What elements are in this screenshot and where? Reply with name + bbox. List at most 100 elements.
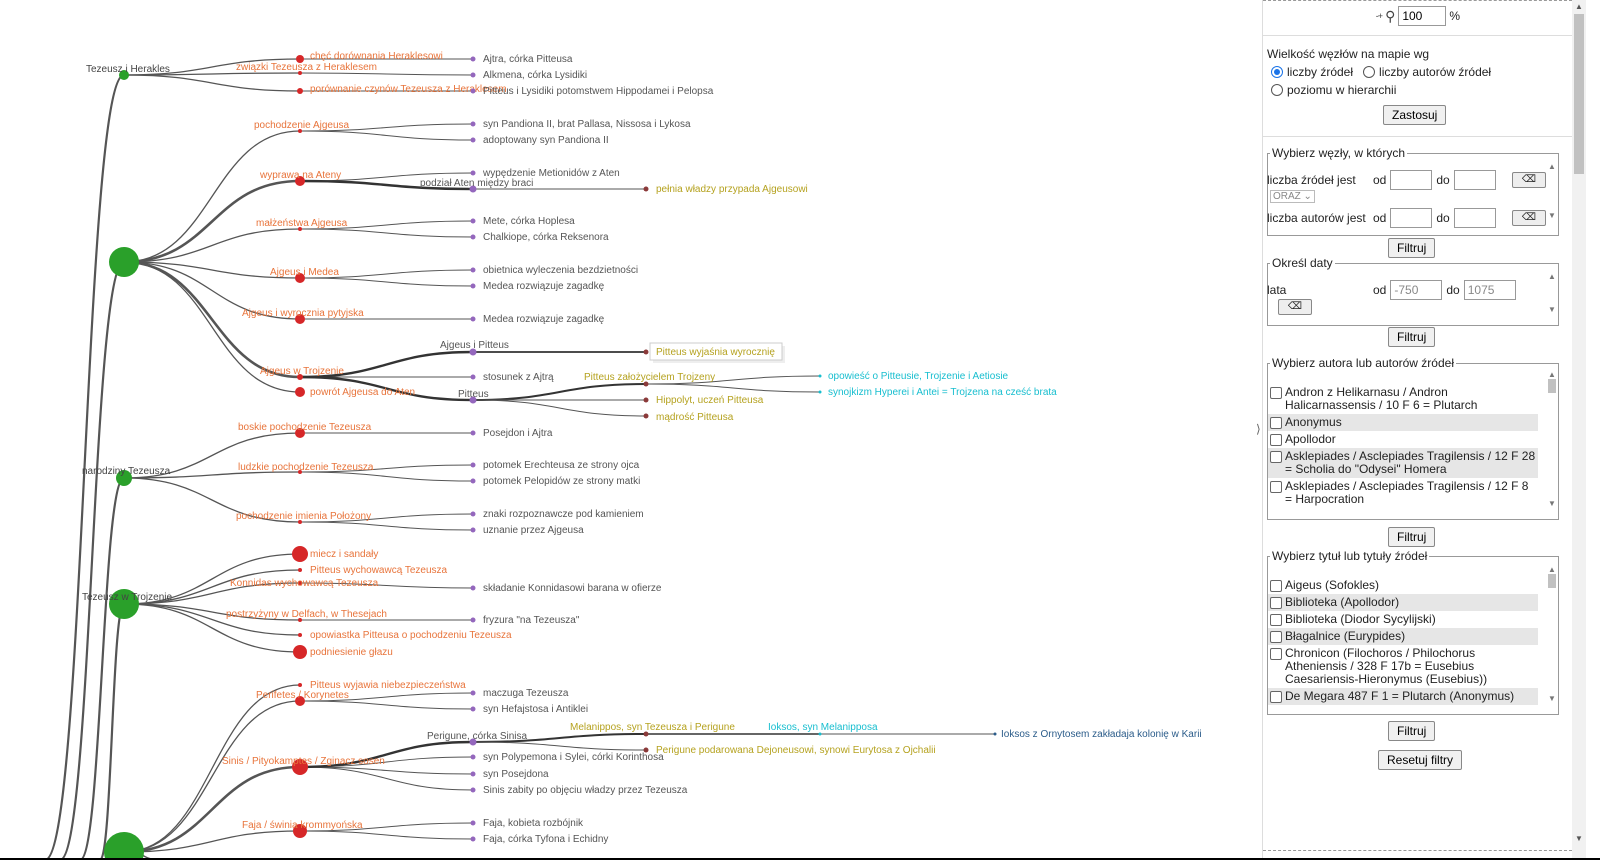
topic-node[interactable] (298, 618, 302, 622)
topic-label[interactable]: porównanie czynów Tezeusza z Heraklesem (310, 84, 507, 95)
topic-node[interactable] (298, 520, 302, 524)
scroll-down-icon[interactable]: ▼ (1548, 305, 1556, 314)
scroll-thumb[interactable] (1574, 14, 1584, 174)
checkbox[interactable] (1270, 648, 1282, 660)
topic-node[interactable] (295, 696, 305, 706)
topic-node[interactable] (295, 428, 305, 438)
list-item[interactable]: Aigeus (Sofokles) (1268, 577, 1538, 594)
radio-hierarchy[interactable] (1271, 84, 1283, 96)
scroll-down-icon[interactable]: ▼ (1548, 499, 1556, 508)
topic-label[interactable]: miecz i sandały (310, 549, 378, 560)
leaf-label[interactable]: syn Posejdona (483, 769, 549, 780)
checkbox[interactable] (1270, 597, 1282, 609)
topic-node[interactable] (295, 387, 305, 397)
list-item[interactable]: Chronicon (Filochoros / Philochorus Athe… (1268, 645, 1538, 688)
leaf-node[interactable] (470, 527, 476, 533)
list-item[interactable]: Apollodor (1268, 431, 1538, 448)
topic-label[interactable]: Faja / świnia krommyońska (242, 820, 363, 831)
topic-node[interactable] (297, 374, 303, 380)
teal-label[interactable]: synojkizm Hyperei i Antei = Trojzena na … (828, 387, 1057, 398)
leaf-label[interactable]: Sinis zabity po objęciu władzy przez Tez… (483, 785, 688, 796)
leaf-node[interactable] (643, 397, 649, 403)
topic-node[interactable] (295, 314, 305, 324)
teal-label[interactable]: opowieść o Pitteusie, Trojzenie i Aetios… (828, 371, 1009, 382)
leaf-label[interactable]: Medea rozwiązuje zagadkę (483, 281, 605, 292)
dates-scrollbar[interactable]: ▲ ▼ (1547, 272, 1557, 322)
scroll-up-icon[interactable]: ▲ (1575, 2, 1583, 11)
leaf-node[interactable] (470, 267, 476, 273)
topic-label[interactable]: pochodzenie Ajgeusa (254, 120, 350, 131)
nodes-filter-scrollbar[interactable]: ▲ ▼ (1547, 162, 1557, 230)
list-item[interactable]: Asklepiades / Asclepiades Tragilensis / … (1268, 448, 1538, 478)
scroll-up-icon[interactable]: ▲ (1548, 272, 1556, 281)
leaf-label[interactable]: Pitteus i Lysidiki potomstwem Hippodamei… (483, 86, 714, 97)
magnifier-icon[interactable]: ⚲ (1385, 7, 1396, 24)
topic-label[interactable]: postrzyżyny w Delfach, w Thesejach (226, 609, 387, 620)
topic-node[interactable] (298, 71, 302, 75)
topic-node[interactable] (296, 55, 304, 63)
leaf-node[interactable] (993, 732, 997, 736)
olive-label[interactable]: Pitteus założycielem Trojzeny (584, 372, 715, 383)
leaf-node[interactable] (470, 430, 476, 436)
leaf-label[interactable]: uznanie przez Ajgeusa (483, 525, 584, 536)
leaf-label[interactable]: potomek Erechteusa ze strony ojca (483, 460, 640, 471)
scroll-thumb[interactable] (1548, 379, 1556, 393)
date-to-input[interactable] (1463, 280, 1516, 300)
authors-to-input[interactable] (1453, 208, 1496, 228)
leaf-node[interactable] (470, 170, 476, 176)
checkbox[interactable] (1270, 631, 1282, 643)
hub-label[interactable]: narodziny Tezeusza (82, 466, 171, 477)
topic-label[interactable]: Pitteus wychowawcą Tezeusza (310, 565, 448, 576)
olive-label[interactable]: pełnia władzy przypada Ajgeusowi (656, 184, 808, 195)
leaf-node[interactable] (470, 836, 476, 842)
sources-from-input[interactable] (1390, 170, 1433, 190)
topic-label[interactable]: podniesienie głazu (310, 647, 393, 658)
leaf-label[interactable]: Faja, kobieta rozbójnik (483, 818, 584, 829)
topic-node[interactable] (293, 824, 307, 838)
leaf-node[interactable] (643, 747, 649, 753)
list-item[interactable]: Błagalnice (Eurypides) (1268, 628, 1538, 645)
leaf-label[interactable]: syn Polypemona i Sylei, córki Korinthosa (483, 752, 664, 763)
leaf-node[interactable] (470, 771, 476, 777)
hub-node[interactable] (109, 589, 139, 619)
authors-scrollbar[interactable]: ▲ ▼ (1547, 370, 1557, 518)
checkbox[interactable] (1270, 614, 1282, 626)
leaf-node[interactable] (643, 413, 649, 419)
hub-node[interactable] (109, 247, 139, 277)
branch-node[interactable] (469, 396, 477, 404)
leaf-node[interactable] (470, 316, 476, 322)
leaf-node[interactable] (470, 56, 476, 62)
hub-node[interactable] (104, 832, 144, 860)
list-item[interactable]: Anonymus (1268, 414, 1538, 431)
radio-sources[interactable] (1271, 66, 1283, 78)
clear-authors-icon[interactable]: ⌫ (1512, 210, 1546, 226)
topic-node[interactable] (298, 470, 302, 474)
date-from-input[interactable] (1390, 280, 1443, 300)
topic-label[interactable]: wyprawa na Ateny (259, 170, 341, 181)
topic-label[interactable]: pochodzenie imienia Położony (236, 511, 371, 522)
list-item[interactable]: De Megara 487 F 1 = Plutarch (Anonymus) (1268, 688, 1538, 705)
olive-label[interactable]: mądrość Pitteusa (656, 412, 734, 423)
branch-node[interactable] (469, 348, 477, 356)
page-scrollbar[interactable]: ▲ ▼ (1572, 0, 1586, 860)
leaf-label[interactable]: stosunek z Ajtrą (483, 372, 554, 383)
topic-node[interactable] (298, 633, 302, 637)
topic-node[interactable] (293, 645, 307, 659)
leaf-label[interactable]: Medea rozwiązuje zagadkę (483, 314, 605, 325)
panel-toggle-icon[interactable]: ⟩ (1256, 422, 1261, 436)
leaf-node[interactable] (643, 381, 649, 387)
topic-node[interactable] (298, 568, 302, 572)
branch-label[interactable]: podział Aten między braci (420, 178, 533, 189)
branch-node[interactable] (469, 185, 477, 193)
leaf-node[interactable] (470, 511, 476, 517)
zoom-input[interactable] (1398, 6, 1447, 26)
topic-label[interactable]: powrót Ajgeusa do Aten (310, 387, 415, 398)
leaf-node[interactable] (643, 731, 649, 737)
leaf-node[interactable] (470, 617, 476, 623)
leaf-node[interactable] (470, 787, 476, 793)
teal-label[interactable]: Ioksos, syn Melanipposa (768, 722, 878, 733)
list-item[interactable]: Asklepiades / Asclepiades Tragilensis / … (1268, 478, 1538, 508)
scroll-up-icon[interactable]: ▲ (1548, 162, 1556, 171)
checkbox[interactable] (1270, 691, 1282, 703)
olive-label[interactable]: Hippolyt, uczeń Pitteusa (656, 395, 764, 406)
